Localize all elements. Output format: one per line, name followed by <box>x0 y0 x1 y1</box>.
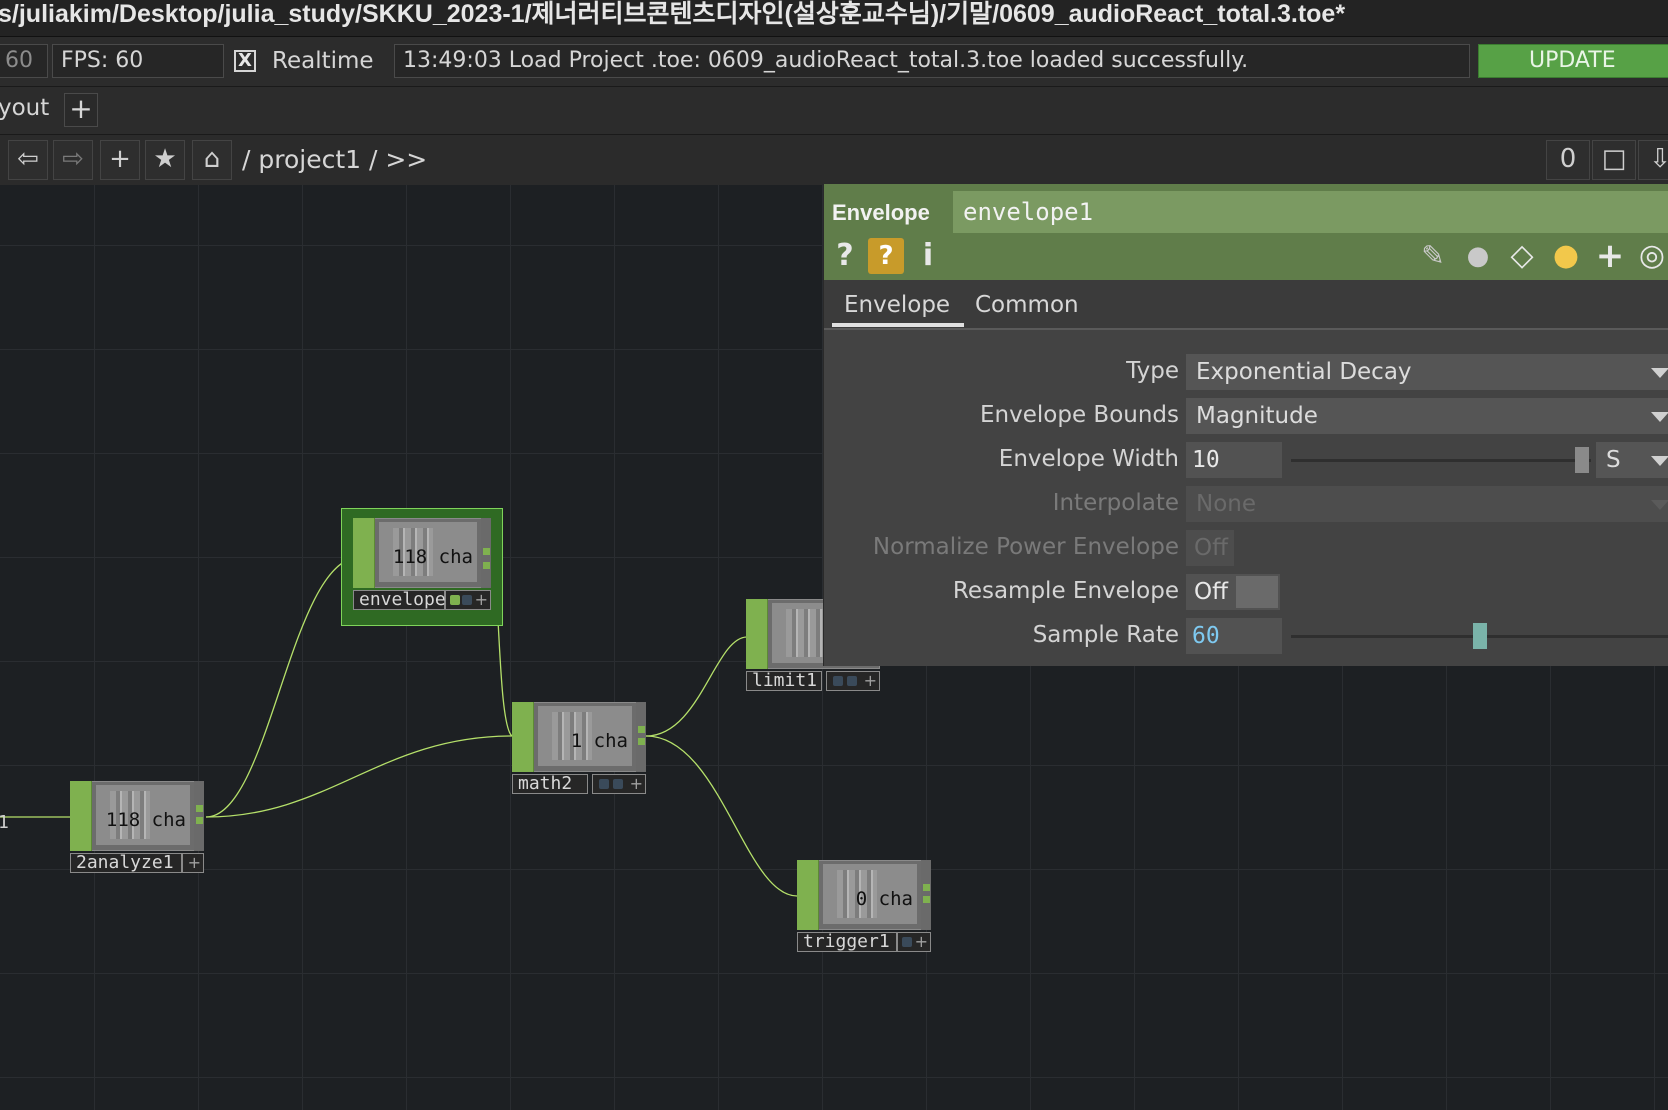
add-layout-button[interactable]: + <box>64 93 98 127</box>
type-dropdown[interactable]: Exponential Decay <box>1186 354 1668 390</box>
param-row-interpolate: Interpolate None <box>824 484 1668 524</box>
add-icon[interactable]: + <box>1595 236 1625 276</box>
interpolate-label: Interpolate <box>1052 490 1179 516</box>
tab-envelope[interactable]: Envelope <box>844 292 951 318</box>
node-name[interactable]: limit1 <box>746 671 822 691</box>
chevron-down-icon <box>1651 456 1668 466</box>
bounds-dropdown[interactable]: Magnitude <box>1186 398 1668 434</box>
tab-common[interactable]: Common <box>975 292 1079 318</box>
parameter-tabs: Envelope Common <box>824 280 1668 330</box>
network-path[interactable]: / project1 / >> <box>242 145 428 174</box>
window-icon[interactable]: □ <box>1592 140 1636 180</box>
status-bar: 60 FPS: 60 X Realtime 13:49:03 Load Proj… <box>0 37 1668 86</box>
resample-label: Resample Envelope <box>952 578 1179 604</box>
param-row-type: Type Exponential Decay <box>824 352 1668 392</box>
node-flags[interactable]: + <box>182 853 204 873</box>
python-icon[interactable]: ● <box>1552 238 1580 273</box>
chevron-down-icon <box>1651 412 1668 422</box>
node-math2[interactable]: 1 cha math2 + <box>512 702 646 796</box>
help-python-icon[interactable]: ? <box>868 238 904 274</box>
window-title: s/juliakim/Desktop/julia_study/SKKU_2023… <box>0 0 1346 28</box>
back-arrow-icon[interactable]: ⇦ <box>8 140 48 180</box>
sample-rate-field[interactable]: 60 <box>1186 618 1282 654</box>
node-flags[interactable]: + <box>592 774 646 794</box>
resample-value: Off <box>1194 579 1228 605</box>
add-icon[interactable]: + <box>100 140 140 180</box>
target-icon[interactable]: ◎ <box>1638 238 1666 273</box>
param-row-resample: Resample Envelope Off <box>824 572 1668 612</box>
param-row-normalize: Normalize Power Envelope Off <box>824 528 1668 568</box>
wire-analyze-envelope <box>205 556 361 818</box>
node-info: 0 cha <box>855 888 913 910</box>
node-name[interactable]: trigger1 <box>797 932 897 952</box>
comment-icon[interactable]: ● <box>1466 241 1490 271</box>
node-name[interactable]: 2analyze1 <box>70 853 182 873</box>
wire-math2-trigger1 <box>645 735 798 897</box>
update-button[interactable]: UPDATE <box>1478 44 1668 78</box>
node-analyze1[interactable]: 118 cha 2analyze1 + <box>70 781 204 875</box>
param-row-bounds: Envelope Bounds Magnitude <box>824 396 1668 436</box>
normalize-label: Normalize Power Envelope <box>872 534 1179 560</box>
status-message: 13:49:03 Load Project .toe: 0609_audioRe… <box>394 44 1470 78</box>
home-icon[interactable]: ⌂ <box>192 140 232 180</box>
param-row-sample-rate: Sample Rate 60 <box>824 616 1668 656</box>
clone-icon[interactable]: ◇ <box>1510 238 1534 273</box>
realtime-label: Realtime <box>272 48 374 74</box>
sample-rate-label: Sample Rate <box>1032 622 1179 648</box>
node-flags[interactable]: + <box>826 671 880 691</box>
parameter-dialog: Envelope envelope1 ? ? i ✎ ● ◇ ● + ◎ Env… <box>823 184 1668 666</box>
width-field[interactable]: 10 <box>1186 442 1282 478</box>
title-bar: s/juliakim/Desktop/julia_study/SKKU_2023… <box>0 0 1668 37</box>
star-icon[interactable]: ★ <box>145 140 185 180</box>
info-icon[interactable]: i <box>922 238 934 273</box>
chevron-down-icon <box>1651 500 1668 510</box>
normalize-toggle: Off <box>1186 530 1234 566</box>
help-icon[interactable]: ? <box>836 238 854 273</box>
node-name[interactable]: envelope1 <box>353 590 457 610</box>
normalize-value: Off <box>1194 535 1228 561</box>
bounds-label: Envelope Bounds <box>980 402 1179 428</box>
chevron-down-icon <box>1651 368 1668 378</box>
interpolate-value: None <box>1196 491 1257 517</box>
operator-type: Envelope <box>832 200 930 225</box>
sample-rate-slider-handle[interactable] <box>1473 623 1487 649</box>
interpolate-dropdown: None <box>1186 486 1668 522</box>
width-unit: S <box>1606 447 1621 473</box>
resample-toggle[interactable]: Off <box>1186 574 1280 610</box>
width-label: Envelope Width <box>998 446 1179 472</box>
path-bar: ⇦ ⇨ + ★ ⌂ / project1 / >> 0 □ ⇩ <box>0 134 1668 186</box>
counter-field[interactable]: 0 <box>1546 140 1590 180</box>
active-tab-indicator <box>832 323 964 327</box>
offscreen-node-label: 1 <box>0 812 9 833</box>
fps-display[interactable]: FPS: 60 <box>52 44 224 78</box>
param-row-width: Envelope Width 10 S <box>824 440 1668 480</box>
node-info: 118 cha <box>105 809 186 831</box>
down-arrow-icon[interactable]: ⇩ <box>1638 140 1668 180</box>
type-value: Exponential Decay <box>1196 359 1412 385</box>
frame-counter: 60 <box>0 44 48 78</box>
node-flags[interactable]: + <box>897 932 931 952</box>
operator-name-field[interactable]: envelope1 <box>953 191 1668 233</box>
sample-rate-slider[interactable] <box>1291 623 1668 649</box>
layout-tab[interactable]: yout <box>0 95 50 121</box>
node-trigger1[interactable]: 0 cha trigger1 + <box>797 860 931 954</box>
edit-icon[interactable]: ✎ <box>1421 239 1445 272</box>
layout-bar: yout + <box>0 86 1668 135</box>
node-info: 1 cha <box>570 730 628 752</box>
node-info: 118 cha <box>392 546 473 568</box>
width-unit-dropdown[interactable]: S <box>1596 442 1668 478</box>
bounds-value: Magnitude <box>1196 403 1318 429</box>
node-flags[interactable]: + <box>445 590 491 610</box>
parameter-header: Envelope envelope1 ? ? i ✎ ● ◇ ● + ◎ <box>824 184 1668 280</box>
type-label: Type <box>1126 358 1179 384</box>
forward-arrow-icon[interactable]: ⇨ <box>53 140 93 180</box>
wire-math2-limit1 <box>645 636 748 737</box>
node-envelope1[interactable]: 118 cha envelope1 + <box>353 518 491 612</box>
wire-analyze-math2 <box>205 735 513 818</box>
realtime-checkbox[interactable]: X <box>234 50 256 72</box>
width-slider[interactable] <box>1291 447 1591 473</box>
width-slider-handle[interactable] <box>1575 447 1589 473</box>
node-name[interactable]: math2 <box>512 774 588 794</box>
